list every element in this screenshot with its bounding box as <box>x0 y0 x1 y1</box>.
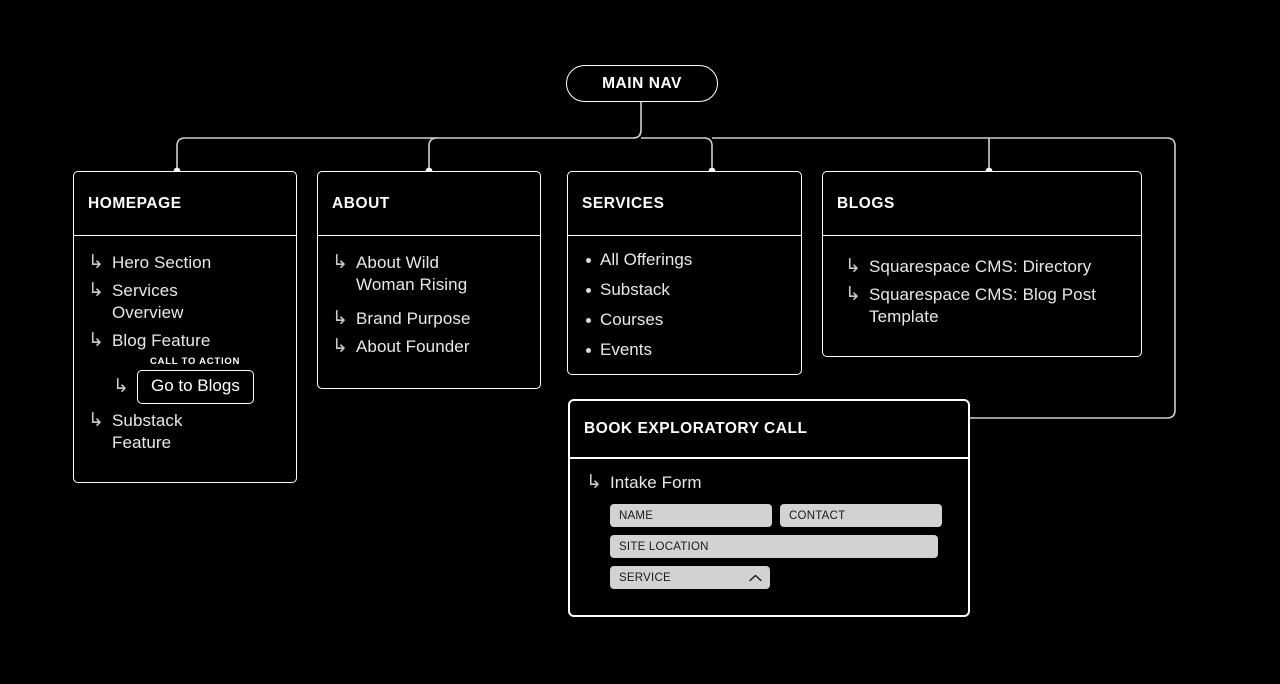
list-item-label: About Founder <box>356 337 470 356</box>
card-book-exploratory-call-header: BOOK EXPLORATORY CALL <box>570 401 968 459</box>
service-select-label: SERVICE <box>619 571 671 584</box>
bullet-dot-icon <box>586 318 591 323</box>
card-services[interactable]: SERVICES All Offerings Substack Courses … <box>567 171 802 375</box>
call-to-action-row: ↳ Go to Blogs <box>113 370 282 404</box>
intake-form-row-2: SITE LOCATION <box>610 535 954 558</box>
list-item-label: Blog Feature <box>112 331 211 350</box>
branch-arrow-icon: ↳ <box>88 252 104 273</box>
list-item-label: Intake Form <box>610 473 702 492</box>
bullet-item-events[interactable]: Events <box>582 339 787 361</box>
root-node-label: MAIN NAV <box>602 74 682 92</box>
bullet-item-label: Courses <box>600 310 664 329</box>
list-item-about-founder[interactable]: ↳ About Founder <box>332 336 526 358</box>
contact-field[interactable]: CONTACT <box>780 504 942 527</box>
card-services-header: SERVICES <box>568 172 801 236</box>
card-blogs-title: BLOGS <box>837 194 895 212</box>
card-blogs-header: BLOGS <box>823 172 1141 236</box>
list-item-label: Services Overview <box>112 281 184 322</box>
branch-arrow-icon: ↳ <box>88 410 104 431</box>
bullet-item-all-offerings[interactable]: All Offerings <box>582 249 787 271</box>
card-about-title: ABOUT <box>332 194 390 212</box>
branch-arrow-icon: ↳ <box>845 284 861 305</box>
card-blogs-body: ↳ Squarespace CMS: Directory ↳ Squarespa… <box>823 236 1141 328</box>
list-item-label: Brand Purpose <box>356 309 471 328</box>
call-to-action-block: CALL TO ACTION ↳ Go to Blogs <box>88 356 282 404</box>
bullet-item-label: All Offerings <box>600 250 693 269</box>
bullet-dot-icon <box>586 348 591 353</box>
branch-arrow-icon: ↳ <box>88 330 104 351</box>
bullet-item-substack[interactable]: Substack <box>582 279 787 301</box>
root-node-main-nav[interactable]: MAIN NAV <box>566 65 718 102</box>
list-item-squarespace-cms-directory[interactable]: ↳ Squarespace CMS: Directory <box>845 256 1127 278</box>
list-item-label: About Wild Woman Rising <box>356 253 468 294</box>
card-homepage-header: HOMEPAGE <box>74 172 296 236</box>
card-book-exploratory-call[interactable]: BOOK EXPLORATORY CALL ↳ Intake Form NAME… <box>568 399 970 617</box>
site-location-field[interactable]: SITE LOCATION <box>610 535 938 558</box>
card-book-exploratory-call-title: BOOK EXPLORATORY CALL <box>584 420 808 437</box>
branch-arrow-icon: ↳ <box>332 308 348 329</box>
branch-arrow-icon: ↳ <box>586 472 602 493</box>
card-homepage[interactable]: HOMEPAGE ↳ Hero Section ↳ Services Overv… <box>73 171 297 483</box>
name-field[interactable]: NAME <box>610 504 772 527</box>
card-homepage-title: HOMEPAGE <box>88 194 182 212</box>
list-item-brand-purpose[interactable]: ↳ Brand Purpose <box>332 308 526 330</box>
bullet-item-courses[interactable]: Courses <box>582 309 787 331</box>
call-to-action-caption: CALL TO ACTION <box>150 356 241 367</box>
list-item-intake-form[interactable]: ↳ Intake Form <box>586 472 954 494</box>
branch-arrow-icon: ↳ <box>113 376 129 397</box>
contact-field-placeholder: CONTACT <box>789 509 846 522</box>
intake-form-row-1: NAME CONTACT <box>610 504 954 527</box>
branch-arrow-icon: ↳ <box>332 336 348 357</box>
list-item-label: Squarespace CMS: Directory <box>869 257 1092 276</box>
card-services-body: All Offerings Substack Courses Events <box>568 236 801 361</box>
card-blogs[interactable]: BLOGS ↳ Squarespace CMS: Directory ↳ Squ… <box>822 171 1142 357</box>
chevron-up-icon[interactable] <box>748 573 762 582</box>
bullet-dot-icon <box>586 258 591 263</box>
list-item-label: Hero Section <box>112 253 212 272</box>
branch-arrow-icon: ↳ <box>845 256 861 277</box>
bullet-item-label: Substack <box>600 280 670 299</box>
card-about-header: ABOUT <box>318 172 540 236</box>
list-item-label: Substack Feature <box>112 411 183 452</box>
go-to-blogs-button[interactable]: Go to Blogs <box>137 370 254 404</box>
list-item-label: Squarespace CMS: Blog Post Template <box>869 285 1097 326</box>
service-select[interactable]: SERVICE <box>610 566 770 589</box>
card-services-title: SERVICES <box>582 194 665 212</box>
branch-arrow-icon: ↳ <box>88 280 104 301</box>
card-about-body: ↳ About Wild Woman Rising ↳ Brand Purpos… <box>318 236 540 358</box>
site-location-field-placeholder: SITE LOCATION <box>619 540 709 553</box>
card-about[interactable]: ABOUT ↳ About Wild Woman Rising ↳ Brand … <box>317 171 541 389</box>
name-field-placeholder: NAME <box>619 509 654 522</box>
bullet-dot-icon <box>586 288 591 293</box>
card-homepage-body: ↳ Hero Section ↳ Services Overview ↳ Blo… <box>74 236 296 454</box>
list-item-squarespace-cms-blog-post-template[interactable]: ↳ Squarespace CMS: Blog Post Template <box>845 284 1107 328</box>
list-item-blog-feature[interactable]: ↳ Blog Feature <box>88 330 282 352</box>
list-item-substack-feature[interactable]: ↳ Substack Feature <box>88 410 238 454</box>
list-item-services-overview[interactable]: ↳ Services Overview <box>88 280 238 324</box>
bullet-item-label: Events <box>600 340 652 359</box>
card-book-exploratory-call-body: ↳ Intake Form NAME CONTACT SITE LOCATION… <box>570 459 968 589</box>
list-item-about-wild-woman-rising[interactable]: ↳ About Wild Woman Rising <box>332 252 500 296</box>
list-item-hero-section[interactable]: ↳ Hero Section <box>88 252 282 274</box>
branch-arrow-icon: ↳ <box>332 252 348 273</box>
intake-form-row-3: SERVICE <box>610 566 954 589</box>
